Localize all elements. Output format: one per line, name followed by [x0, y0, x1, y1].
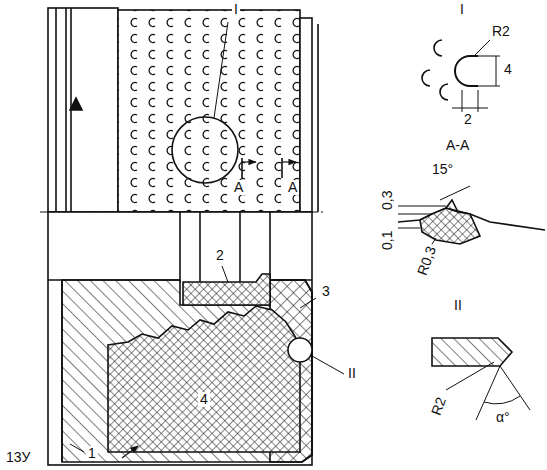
left-band [48, 8, 118, 212]
dimension-line [452, 108, 488, 109]
dimension-value: 0,3 [380, 189, 395, 212]
groove-wall [239, 212, 241, 285]
leader-line [214, 22, 228, 118]
leader-line [474, 40, 490, 56]
dimension-line [496, 56, 497, 86]
section-letter: A [232, 180, 245, 195]
angle-dimension: α° [494, 410, 512, 425]
radius-dimension: R0,3 [414, 242, 440, 279]
dimension-value: 4 [502, 62, 514, 77]
groove-line [55, 8, 57, 212]
dimension-line [462, 90, 463, 112]
detail-callout: I [232, 2, 240, 17]
dimension-line [398, 214, 432, 215]
body-section [446, 200, 458, 212]
leader-line [222, 266, 228, 282]
angle-dimension: 15° [430, 162, 455, 177]
end-step [300, 18, 312, 212]
detail-title: I [458, 2, 466, 17]
end-line [317, 24, 319, 212]
groove-mark [440, 84, 448, 100]
section-outline [48, 212, 312, 465]
dimension-line [478, 86, 500, 87]
direction-arrow [122, 446, 138, 458]
groove-mark [434, 40, 442, 56]
section-arrow [282, 161, 296, 162]
dimension-value: 2 [462, 112, 474, 127]
angle-line [440, 186, 470, 200]
leader-line [446, 362, 494, 390]
section-arrow [242, 161, 256, 162]
edge-section [432, 338, 512, 366]
groove-profile [455, 56, 478, 86]
groove-line [65, 8, 67, 212]
radius-dimension: R2 [428, 393, 450, 419]
groove-wall [199, 212, 201, 282]
callout-number: 1 [86, 446, 98, 461]
dimension-value: 0,1 [380, 229, 395, 252]
radius-dimension: R2 [490, 24, 512, 39]
callout-number: 4 [198, 392, 210, 407]
sheet-mark: 13У [4, 450, 32, 465]
leader-line [312, 356, 344, 374]
groove-mark [422, 70, 430, 86]
part-boundary [61, 280, 63, 462]
filler-section [420, 208, 480, 244]
groove-wall [269, 212, 271, 280]
dimension-line [398, 228, 420, 229]
section-mark [241, 158, 243, 178]
body-section [62, 280, 312, 462]
filler-4 [108, 306, 300, 452]
groove-wall [179, 212, 181, 282]
callout-number: 3 [320, 284, 332, 299]
dimension-line [478, 90, 479, 112]
detail-circle [288, 338, 312, 362]
section-letter: A [286, 180, 299, 195]
angle-arc [484, 396, 520, 404]
grooved-surface [118, 10, 300, 212]
section-mark [281, 158, 283, 178]
detail-title: II [452, 298, 464, 313]
dimension-line [398, 206, 446, 207]
detail-circle [172, 117, 238, 183]
direction-arrow [70, 98, 82, 110]
callout-number: 2 [214, 248, 226, 263]
dimension-line [478, 56, 500, 57]
leader-line [70, 444, 84, 452]
section-title: A-A [444, 138, 471, 153]
detail-callout: II [346, 366, 358, 381]
leader-line [300, 298, 316, 308]
